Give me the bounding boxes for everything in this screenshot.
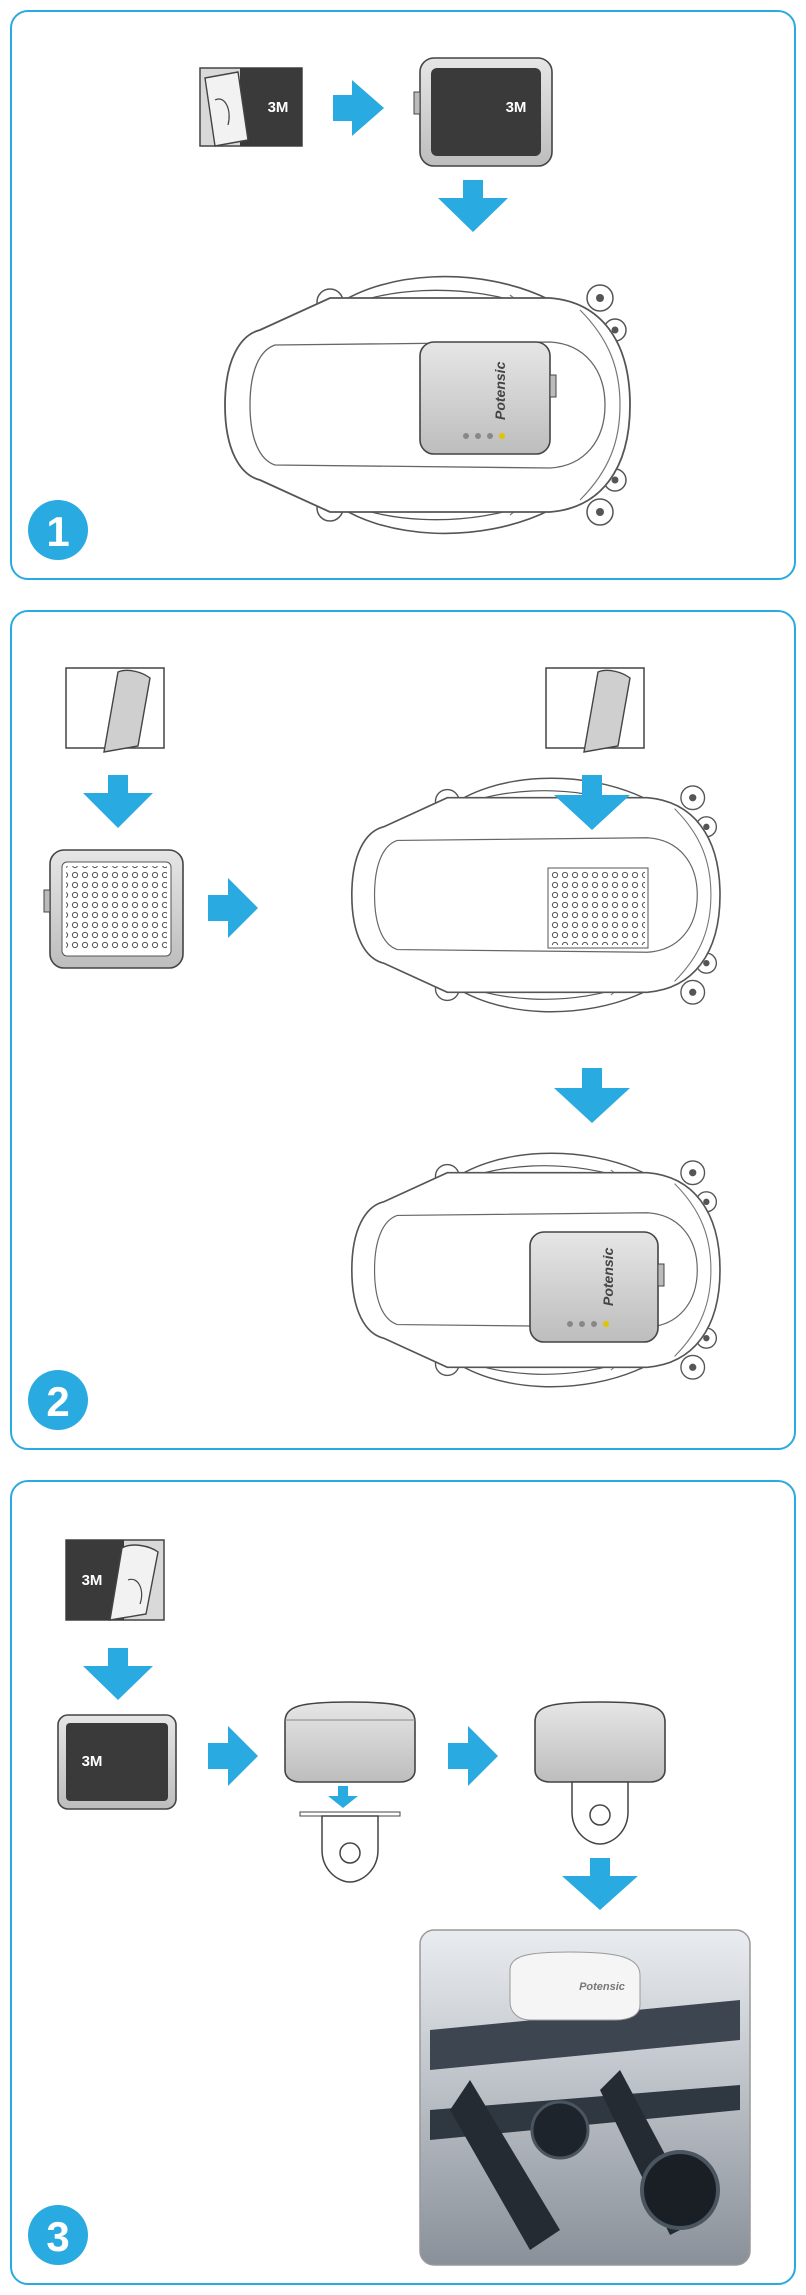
step3-small-arrow-icon <box>328 1786 358 1808</box>
step3-device-with-mount <box>535 1702 665 1844</box>
step3-device-and-mount-separate <box>285 1702 415 1882</box>
step2-adhesive-case <box>44 850 183 968</box>
step3-arrow-right-1-icon <box>208 1726 258 1786</box>
step1-3m-case: 3M <box>414 58 552 166</box>
step2-arrow-down-icon <box>554 1068 630 1123</box>
step2-peel-sheet-right <box>546 668 644 752</box>
step2-arrow-right-icon <box>208 878 258 938</box>
step3-3m-case: 3M <box>58 1715 176 1809</box>
step2-device: Potensic <box>530 1232 664 1342</box>
step2-dotted-pad-on-drone <box>548 868 648 948</box>
step2-drone-top <box>352 778 720 1011</box>
step3-arrow-down-to-photo-icon <box>562 1858 638 1910</box>
step3-3m-pad: 3M <box>66 1540 164 1620</box>
step3-number: 3 <box>46 2213 69 2260</box>
step1-device: Potensic <box>420 342 556 454</box>
step3-pad-label: 3M <box>82 1572 103 1589</box>
step3-arrow-right-2-icon <box>448 1726 498 1786</box>
step1-3m-pad: 3M <box>200 68 302 146</box>
step3-installed-photo: Potensic <box>420 1930 750 2265</box>
step1-pad-label: 3M <box>268 99 289 116</box>
step2-brand-label: Potensic <box>600 1247 616 1306</box>
step2-arrow-down-left-icon <box>83 775 153 828</box>
step1-brand-label: Potensic <box>492 361 508 420</box>
step2-peel-sheet-left <box>66 668 164 752</box>
step1-number: 1 <box>46 508 69 555</box>
step1-arrow-right-icon <box>333 80 384 136</box>
step3-case-label: 3M <box>82 1753 103 1770</box>
step2-number: 2 <box>46 1378 69 1425</box>
step3-arrow-down-icon <box>83 1648 153 1700</box>
step3-brand-label: Potensic <box>579 1981 625 1993</box>
step1-arrow-down-icon <box>438 180 508 232</box>
step1-case-label: 3M <box>506 99 527 116</box>
